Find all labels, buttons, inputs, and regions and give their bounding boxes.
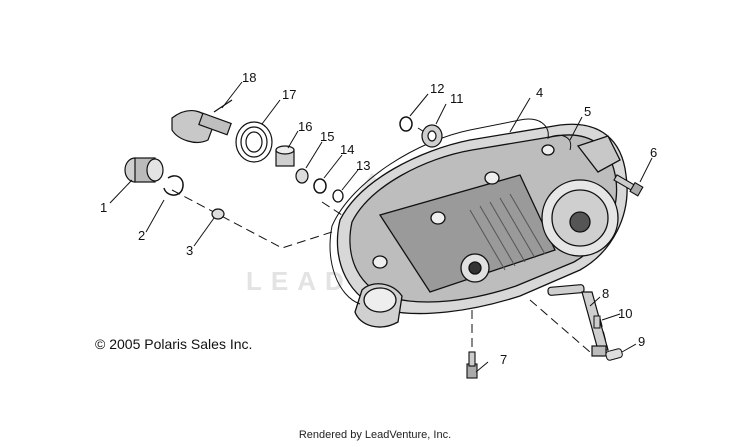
callout-3: 3 [186,243,193,258]
washer-3 [211,208,225,220]
clutch-cover [336,123,628,328]
callout-5: 5 [584,104,591,119]
bolt-7 [466,351,478,379]
callout-8: 8 [602,286,609,301]
bolt-6 [613,174,644,197]
callout-12: 12 [430,81,444,96]
rendered-by-footer: Rendered by LeadVenture, Inc. [298,429,452,441]
ring-14 [313,178,327,194]
torsion-spring [235,121,273,163]
callout-4: 4 [536,85,543,100]
callout-18: 18 [242,70,256,85]
kickstart-pinion [124,157,164,183]
callout-6: 6 [650,145,657,160]
callout-16: 16 [298,119,312,134]
ring-12 [399,116,413,132]
callout-10: 10 [618,306,632,321]
callout-13: 13 [356,158,370,173]
callout-15: 15 [320,129,334,144]
callout-17: 17 [282,87,296,102]
rubber-9 [605,348,623,361]
callout-leaders [109,81,653,373]
callout-14: 14 [340,142,354,157]
callout-7: 7 [500,352,507,367]
callout-2: 2 [138,228,145,243]
bushing [275,145,295,167]
clip-13 [332,189,344,203]
callout-9: 9 [638,334,645,349]
copyright-notice: © 2005 Polaris Sales Inc. [95,336,253,352]
callout-1: 1 [100,200,107,215]
callout-11: 11 [450,91,464,106]
snap-ring [163,175,184,196]
washer-15 [295,168,309,184]
pin-10 [593,315,601,329]
kickstart-spindle [171,99,233,143]
gasket [329,118,572,305]
bearing-11 [421,124,443,148]
